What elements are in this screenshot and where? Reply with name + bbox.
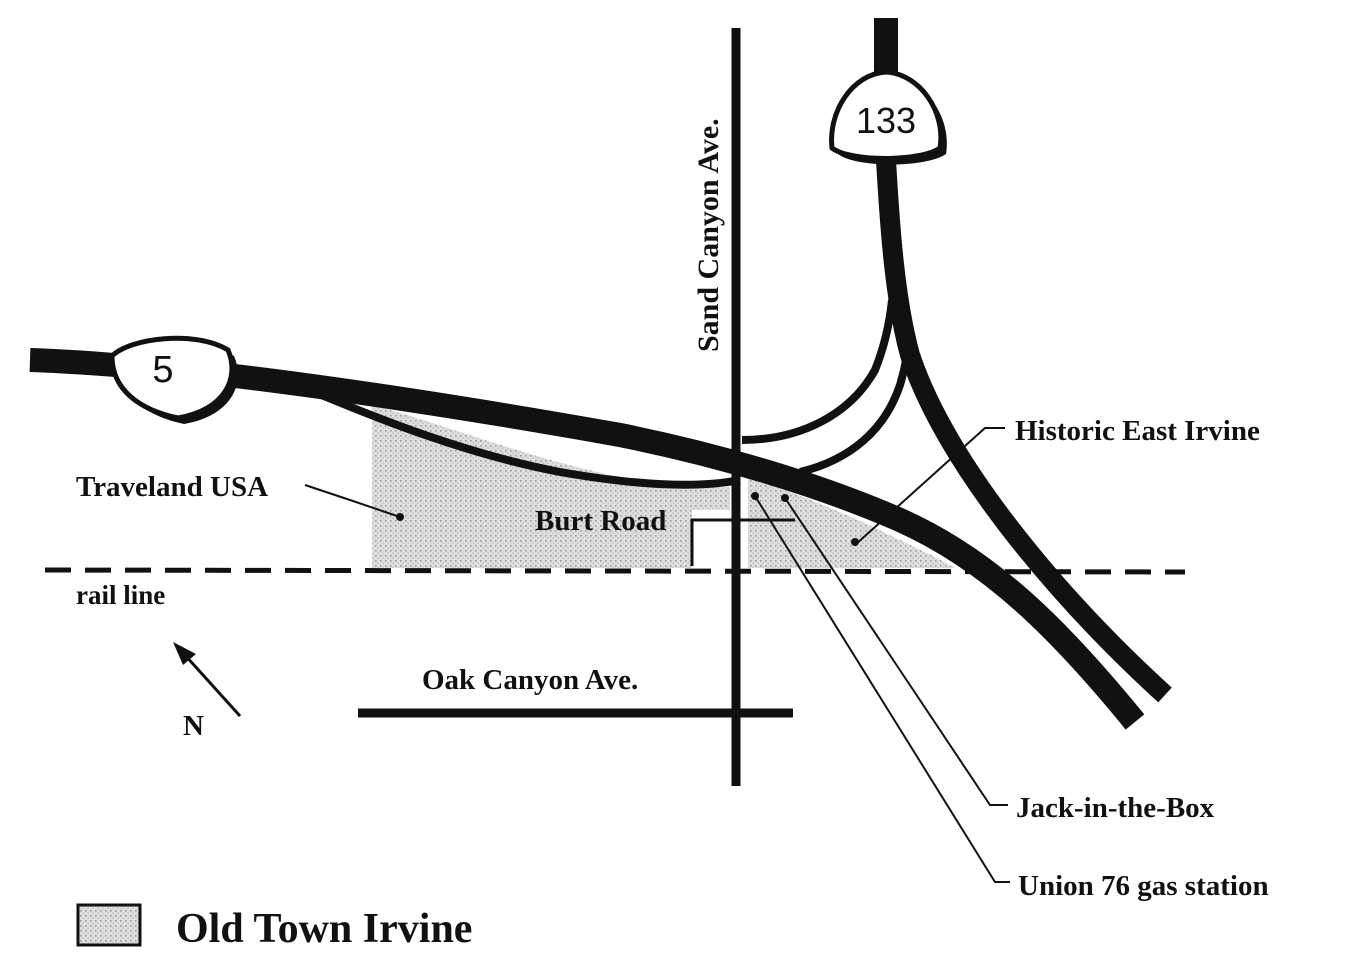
historic-east-irvine-label: Historic East Irvine [1015,415,1260,447]
jack-in-the-box-point [781,494,789,502]
historic-east-irvine-point [851,538,859,546]
union-76-leader-line [754,495,1010,883]
traveland-label: Traveland USA [76,471,268,503]
oak-canyon-ave-label: Oak Canyon Ave. [422,664,638,696]
north-arrow-icon [173,642,242,718]
traveland-point [396,513,404,521]
jack-in-the-box-leader-line [784,497,1008,806]
historic-east-irvine-leader-line [854,427,1005,546]
old-town-area-east [748,478,955,568]
rail-line-label: rail line [76,580,165,610]
sr-133-shield-icon [829,69,947,165]
jack-in-the-box-label: Jack-in-the-Box [1016,792,1215,824]
sr-133-ramp-north [741,299,896,444]
sr-133-ramp-south [799,334,914,476]
burt-road-road [690,518,795,566]
rail-line-track [44,567,1186,575]
sr-133-freeway [876,159,1172,703]
north-label: N [183,710,204,742]
traveland-leader-line [304,484,401,518]
union-76-point [751,492,759,500]
interstate-5-shield-label: 5 [152,349,173,391]
legend-old-town-label: Old Town Irvine [176,906,472,952]
union-76-label: Union 76 gas station [1018,870,1269,902]
sr-133-shield-label: 133 [856,100,916,141]
legend-swatch [76,903,142,947]
burt-road-label: Burt Road [535,505,666,537]
interstate-5-shield-icon [109,335,238,424]
interstate-5-frontage [298,382,741,489]
sand-canyon-ave-label: Sand Canyon Ave. [692,118,725,352]
